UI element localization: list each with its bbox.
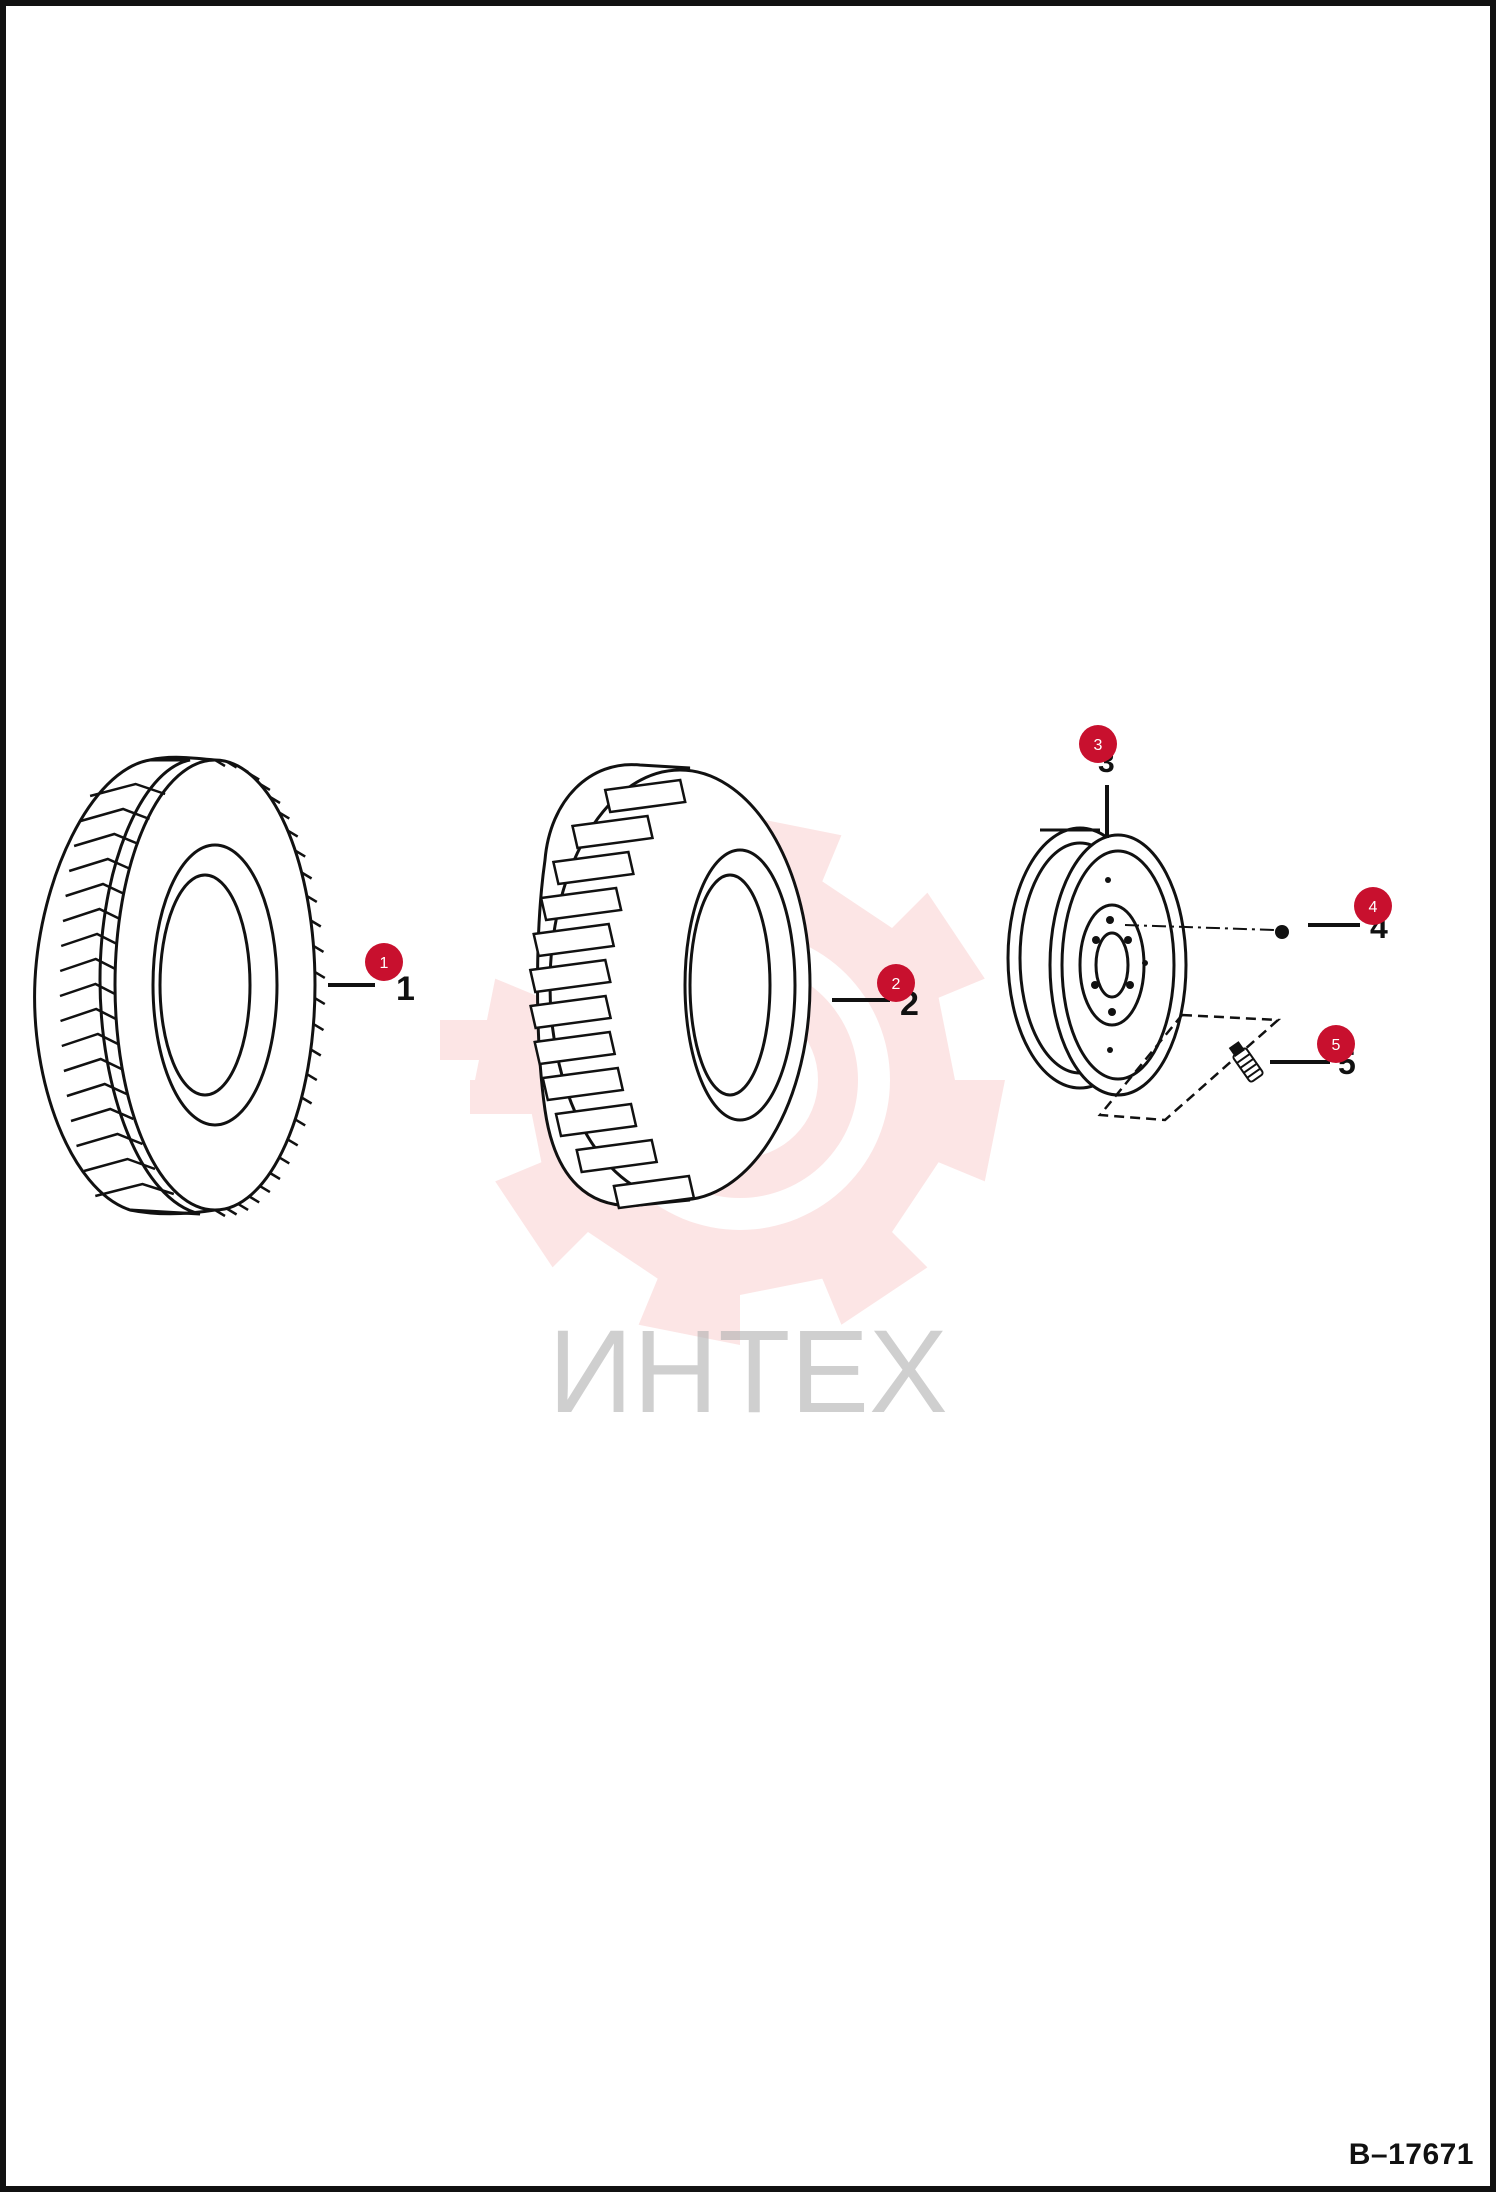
tread-block [62, 907, 121, 923]
tread-notch [259, 1185, 271, 1194]
tread-notch [269, 1171, 281, 1181]
tread-block [89, 782, 166, 798]
tread-notch [312, 944, 325, 953]
tread-notch [214, 1208, 226, 1218]
lug-block [551, 850, 635, 886]
tread-block [68, 857, 131, 873]
tread-notch [310, 919, 322, 928]
lug-block [541, 1066, 625, 1102]
tread-block [65, 882, 125, 898]
lug-block [528, 958, 612, 994]
tread-notch [237, 1202, 249, 1211]
tread-notch [278, 1156, 290, 1165]
lug-block [539, 886, 623, 922]
lug-block [612, 1174, 696, 1210]
tread-block [61, 1032, 119, 1048]
tread-notch [306, 894, 318, 903]
tread-pattern-2 [528, 778, 696, 1210]
tread-notch [314, 970, 326, 979]
hotspot-3[interactable]: 3 [1079, 725, 1117, 763]
lug-block [575, 1138, 659, 1174]
tread-notch [259, 782, 271, 791]
lug-block [529, 994, 613, 1030]
lug-block [533, 1030, 617, 1066]
tread-block [83, 1157, 156, 1173]
tread-pattern-1 [59, 758, 326, 1218]
drawing-number: B–17671 [1348, 2138, 1474, 2171]
tread-notch [312, 1023, 325, 1032]
nut-icon [1275, 925, 1289, 939]
tread-notch [314, 997, 326, 1006]
tread-block [60, 932, 118, 948]
lug-block [532, 922, 616, 958]
tread-notch [294, 1118, 306, 1127]
watermark-text: ИНТЕХ [548, 1306, 948, 1438]
tread-block [59, 957, 116, 973]
tread-notch [310, 1048, 322, 1057]
lug-block [570, 814, 655, 850]
tread-notch [225, 760, 238, 769]
part-number-1: 1 [396, 970, 415, 1008]
hotspot-5-label: 5 [1332, 1037, 1341, 1054]
tread-block [94, 1182, 175, 1198]
tread-notch [287, 829, 299, 838]
valve-detail-box [1097, 1013, 1282, 1122]
tread-notch [300, 871, 313, 880]
tread-block [60, 1007, 117, 1023]
tread-notch [225, 1207, 238, 1216]
tread-block [73, 832, 139, 848]
tread-notch [294, 849, 306, 858]
hotspot-1-label: 1 [380, 955, 389, 972]
tread-notch [237, 765, 249, 774]
tread-block [66, 1082, 128, 1098]
tread-notch [248, 772, 260, 781]
tread-block [59, 982, 116, 998]
centerline-4 [1124, 924, 1276, 931]
tread-notch [306, 1073, 318, 1082]
valve-icon [1228, 1041, 1264, 1083]
lug-block [603, 778, 687, 814]
hotspot-4[interactable]: 4 [1354, 887, 1392, 925]
tread-notch [300, 1096, 313, 1105]
rim-icon [1006, 826, 1188, 1097]
lug-block [554, 1102, 638, 1138]
tread-block [63, 1057, 123, 1073]
hotspot-2-label: 2 [892, 976, 901, 993]
tread-block [76, 1132, 143, 1148]
tread-block [70, 1107, 134, 1123]
hotspot-5[interactable]: 5 [1317, 1025, 1355, 1063]
hotspot-3-label: 3 [1094, 737, 1103, 754]
tread-notch [278, 811, 290, 820]
tread-notch [248, 1195, 260, 1204]
tread-notch [214, 758, 226, 768]
tread-block [80, 807, 150, 823]
hotspot-4-label: 4 [1369, 899, 1378, 916]
tread-notch [287, 1138, 299, 1147]
tread-notch [269, 795, 281, 805]
hotspot-1[interactable]: 1 [365, 943, 403, 981]
industrial-tire-icon [33, 755, 317, 1216]
hotspot-2[interactable]: 2 [877, 964, 915, 1002]
